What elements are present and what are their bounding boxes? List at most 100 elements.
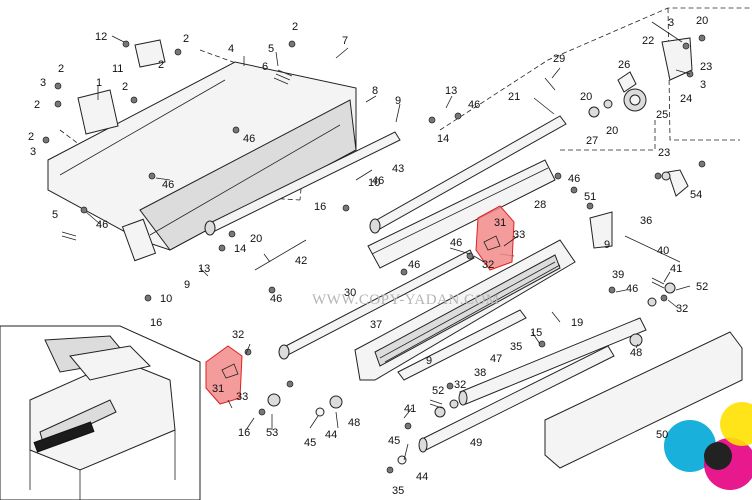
part-21-roller <box>369 115 567 234</box>
callout-46: 46 <box>626 283 638 295</box>
callout-16: 16 <box>150 317 162 329</box>
callout-11: 11 <box>112 63 123 75</box>
callout-25: 25 <box>656 109 668 121</box>
callout-46: 46 <box>270 293 282 305</box>
callout-31: 31 <box>494 217 506 229</box>
callout-54: 54 <box>690 189 702 201</box>
callout-20: 20 <box>696 15 708 27</box>
callout-30: 30 <box>344 287 356 299</box>
callout-46: 46 <box>468 99 480 111</box>
callout-20: 20 <box>606 125 618 137</box>
callout-27: 27 <box>586 135 598 147</box>
callout-3: 3 <box>700 79 706 91</box>
callout-32: 32 <box>676 303 688 315</box>
part-37-frame <box>354 239 576 381</box>
callout-20: 20 <box>580 91 592 103</box>
part-9-duct <box>367 159 556 269</box>
callout-33: 33 <box>236 391 248 403</box>
callout-33: 33 <box>513 229 525 241</box>
callout-4: 4 <box>228 43 234 55</box>
callout-9: 9 <box>184 279 190 291</box>
callout-20: 20 <box>250 233 262 245</box>
callout-9: 9 <box>426 355 432 367</box>
callout-8: 8 <box>372 85 378 97</box>
callout-32: 32 <box>482 259 494 271</box>
callout-5: 5 <box>52 209 58 221</box>
callout-1: 1 <box>96 77 102 89</box>
callout-49: 49 <box>470 437 482 449</box>
callout-2: 2 <box>28 131 34 143</box>
callout-46: 46 <box>408 259 420 271</box>
callout-53: 53 <box>266 427 278 439</box>
callout-3: 3 <box>40 77 46 89</box>
part-43-roller <box>204 131 401 236</box>
callout-32: 32 <box>454 379 466 391</box>
copier-inset <box>0 325 201 500</box>
part-40-rod <box>624 235 681 263</box>
callout-46: 46 <box>162 179 174 191</box>
callout-38: 38 <box>474 367 486 379</box>
callout-2: 2 <box>158 59 164 71</box>
callout-52: 52 <box>696 281 708 293</box>
callout-41: 41 <box>670 263 682 275</box>
callout-31: 31 <box>212 383 224 395</box>
callout-22: 22 <box>642 35 654 47</box>
callout-2: 2 <box>58 63 64 75</box>
part-26-gear <box>617 71 637 93</box>
callout-16: 16 <box>238 427 250 439</box>
callout-14: 14 <box>437 133 449 145</box>
callout-14: 14 <box>234 243 246 255</box>
callout-41: 41 <box>404 403 416 415</box>
callout-48: 48 <box>630 347 642 359</box>
callout-10: 10 <box>160 293 172 305</box>
part-30-roller <box>278 249 475 360</box>
callout-51: 51 <box>584 191 596 203</box>
callout-6: 6 <box>262 61 268 73</box>
callout-45: 45 <box>388 435 400 447</box>
callout-35: 35 <box>392 485 404 497</box>
callout-3: 3 <box>668 17 674 29</box>
callout-24: 24 <box>680 93 692 105</box>
callout-23: 23 <box>700 61 712 73</box>
callout-9: 9 <box>395 95 401 107</box>
callout-40: 40 <box>657 245 669 257</box>
watermark-text: WWW.COPY-YADAN.COM <box>312 292 500 308</box>
part-36-bracket <box>589 211 613 249</box>
callout-13: 13 <box>445 85 457 97</box>
callout-9: 9 <box>604 239 610 251</box>
part-42-rod <box>254 239 307 271</box>
callout-32: 32 <box>232 329 244 341</box>
part-49-roller <box>418 345 615 453</box>
callout-2: 2 <box>292 21 298 33</box>
callout-39: 39 <box>612 269 624 281</box>
callout-29: 29 <box>553 53 565 65</box>
callout-46: 46 <box>372 175 384 187</box>
callout-35: 35 <box>510 341 522 353</box>
callout-10: 10 <box>368 177 380 189</box>
callout-43: 43 <box>392 163 404 175</box>
callout-12: 12 <box>95 31 107 43</box>
part-25-gear <box>623 88 647 112</box>
callout-7: 7 <box>342 35 348 47</box>
callout-16: 16 <box>314 201 326 213</box>
callout-45: 45 <box>304 437 316 449</box>
callout-36: 36 <box>640 215 652 227</box>
callout-3: 3 <box>30 146 36 158</box>
part-47-roller <box>458 317 647 406</box>
callout-13: 13 <box>198 263 210 275</box>
callout-46: 46 <box>568 173 580 185</box>
callout-46: 46 <box>450 237 462 249</box>
callout-50: 50 <box>656 429 668 441</box>
callout-19: 19 <box>571 317 583 329</box>
callout-2: 2 <box>34 99 40 111</box>
callout-2: 2 <box>183 33 189 45</box>
callout-5: 5 <box>268 43 274 55</box>
callout-46: 46 <box>243 133 255 145</box>
highlight-part-31-lower <box>205 345 243 405</box>
callout-labels: 12 11 2 2 2 2 2 2 3 3 1 4 5 6 2 7 8 9 46… <box>28 15 712 497</box>
callout-37: 37 <box>370 319 382 331</box>
callout-28: 28 <box>534 199 546 211</box>
callout-15: 15 <box>530 327 542 339</box>
main-frame-assembly <box>47 39 357 262</box>
